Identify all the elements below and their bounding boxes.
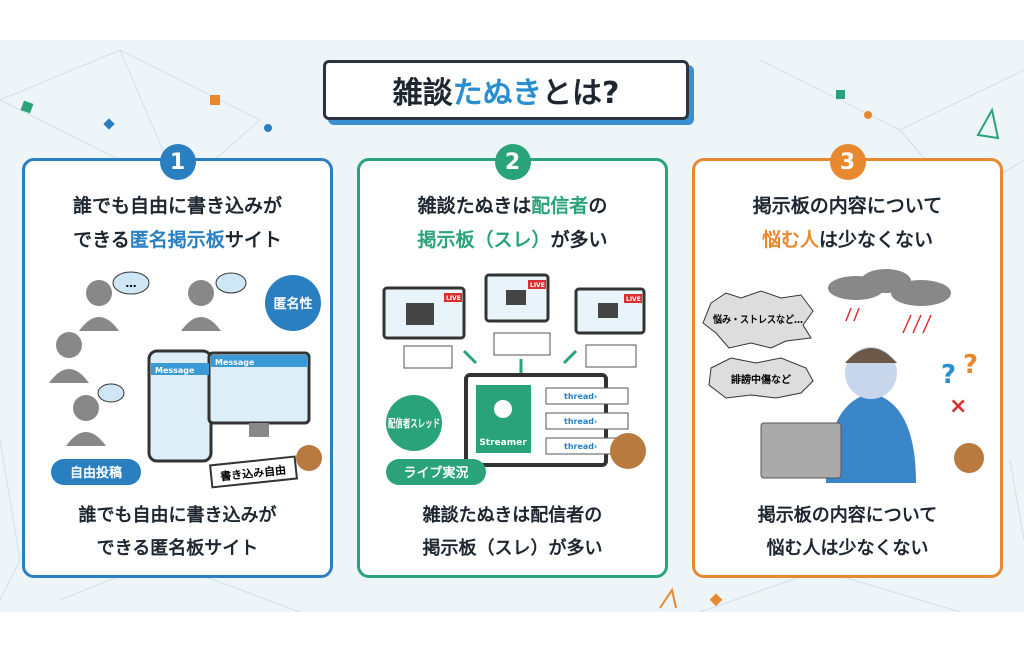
step-number: 2: [494, 144, 531, 180]
heading-line1: 雑談たぬきは配信者の: [360, 189, 665, 223]
worried-person-illustration: ? ? × 悩み・ストレスなど… 誹謗中傷など: [702, 269, 984, 483]
step-number: 1: [159, 144, 196, 180]
card-heading: 雑談たぬきは配信者の 掲示板（スレ）が多い: [360, 189, 665, 257]
badge-streamer-thread-label: 配信者スレッド: [388, 416, 440, 430]
thread-link: thread›: [564, 392, 597, 401]
laptop-icon: [760, 422, 842, 479]
badge-free-post-label: 自由投稿: [70, 465, 122, 481]
heading-highlight: 配信者: [531, 195, 589, 217]
heading-text: は少なくない: [819, 229, 934, 251]
thread-link: thread›: [564, 417, 597, 426]
screen-label: Message: [155, 366, 195, 375]
card-anonymous-board: 1 誰でも自由に書き込みが できる匿名掲示板サイト … Message Mess…: [22, 144, 333, 578]
live-tag: LIVE: [530, 282, 545, 289]
tanuki-icon: [954, 443, 984, 473]
streamer-illustration: LIVE LIVE LIVE Streamer thread› thread› thre…: [382, 273, 646, 485]
badge-live: [386, 459, 486, 485]
step-number: 3: [829, 144, 866, 180]
caption-line2: 悩む人は少なくない: [766, 538, 929, 559]
heading-text: 雑談たぬきは: [417, 195, 532, 217]
heading-text: の: [588, 195, 608, 217]
caption-line2: 掲示板（スレ）が多い: [422, 538, 603, 559]
heading-highlight: 掲示板（スレ）: [417, 229, 551, 251]
card-heading: 掲示板の内容について 悩む人は少なくない: [695, 189, 1000, 257]
live-tag: LIVE: [446, 295, 461, 302]
card-streamer-boards: 2 雑談たぬきは配信者の 掲示板（スレ）が多い LIVE LIVE LIVE Str…: [357, 144, 668, 578]
speech-bubble-stress: [702, 290, 814, 349]
badge-streamer-thread: [386, 395, 442, 451]
caption-line1: 誰でも自由に書き込みが: [78, 505, 277, 526]
question-mark-icon: ?: [941, 360, 956, 390]
heading-line2: 悩む人は少なくない: [695, 223, 1000, 257]
speech-bubble: …: [126, 277, 137, 290]
heading-line2: できる匿名掲示板サイト: [25, 223, 330, 257]
anonymous-user-icons: [49, 280, 221, 446]
streamer-panel: [476, 385, 531, 453]
speech-bubble-slander: [708, 357, 814, 399]
heading-text: できる: [73, 229, 130, 251]
card-heading: 誰でも自由に書き込みが できる匿名掲示板サイト: [25, 189, 330, 257]
caption-line2: できる匿名板サイト: [96, 538, 259, 559]
title-highlight: たぬき: [452, 76, 542, 111]
caption-line1: 雑談たぬきは配信者の: [422, 505, 603, 526]
bubble-slander-label: 誹謗中傷など: [731, 373, 791, 386]
bubble-stress-label: 悩み・ストレスなど…: [712, 313, 803, 326]
title-part2: とは?: [542, 76, 620, 111]
cross-icon: ×: [949, 394, 967, 419]
card-caption: 誰でも自由に書き込みが できる匿名板サイト: [25, 499, 330, 565]
video-icon: [506, 290, 526, 305]
sign: [208, 455, 299, 489]
person-body: [826, 393, 916, 483]
badge-anonymity-label: 匿名性: [273, 296, 312, 312]
heading-line1: 掲示板の内容について: [752, 195, 943, 217]
card-caption: 雑談たぬきは配信者の 掲示板（スレ）が多い: [360, 499, 665, 565]
live-tag: LIVE: [626, 296, 641, 303]
caption-line1: 掲示板の内容について: [757, 505, 938, 526]
card-caption: 掲示板の内容について 悩む人は少なくない: [695, 499, 1000, 565]
tanuki-icon: [610, 433, 646, 469]
tanuki-icon: [296, 445, 322, 471]
heading-highlight: 悩む人: [761, 229, 819, 251]
heading-line2: 掲示板（スレ）が多い: [360, 223, 665, 257]
title-part1: 雑談: [392, 76, 453, 111]
thread-link: thread›: [564, 442, 597, 451]
rain-cloud-icon: [828, 269, 951, 306]
video-icon: [598, 303, 618, 318]
heading-text: サイト: [224, 229, 282, 251]
badge-live-label: ライブ実況: [403, 465, 468, 481]
anonymous-posting-illustration: … Message Message 匿名性 自由投稿 書き込み自由: [49, 271, 322, 489]
heading-text: が多い: [550, 229, 608, 251]
video-camera-icon: [406, 303, 434, 325]
streamer-label: Streamer: [479, 438, 527, 448]
page-title: 雑談たぬきとは?: [323, 60, 689, 120]
card-worried-users: 3 掲示板の内容について 悩む人は少なくない ? ? × 悩み・ストレスなど… …: [692, 144, 1003, 578]
badge-anonymity: [265, 275, 321, 331]
heading-line1: 誰でも自由に書き込みが: [72, 195, 282, 217]
sign-label: 書き込み自由: [220, 463, 287, 484]
screen-label: Message: [215, 358, 255, 367]
badge-free-post: [51, 459, 141, 485]
question-mark-icon: ?: [963, 350, 978, 380]
heading-highlight: 匿名掲示板: [129, 229, 225, 251]
